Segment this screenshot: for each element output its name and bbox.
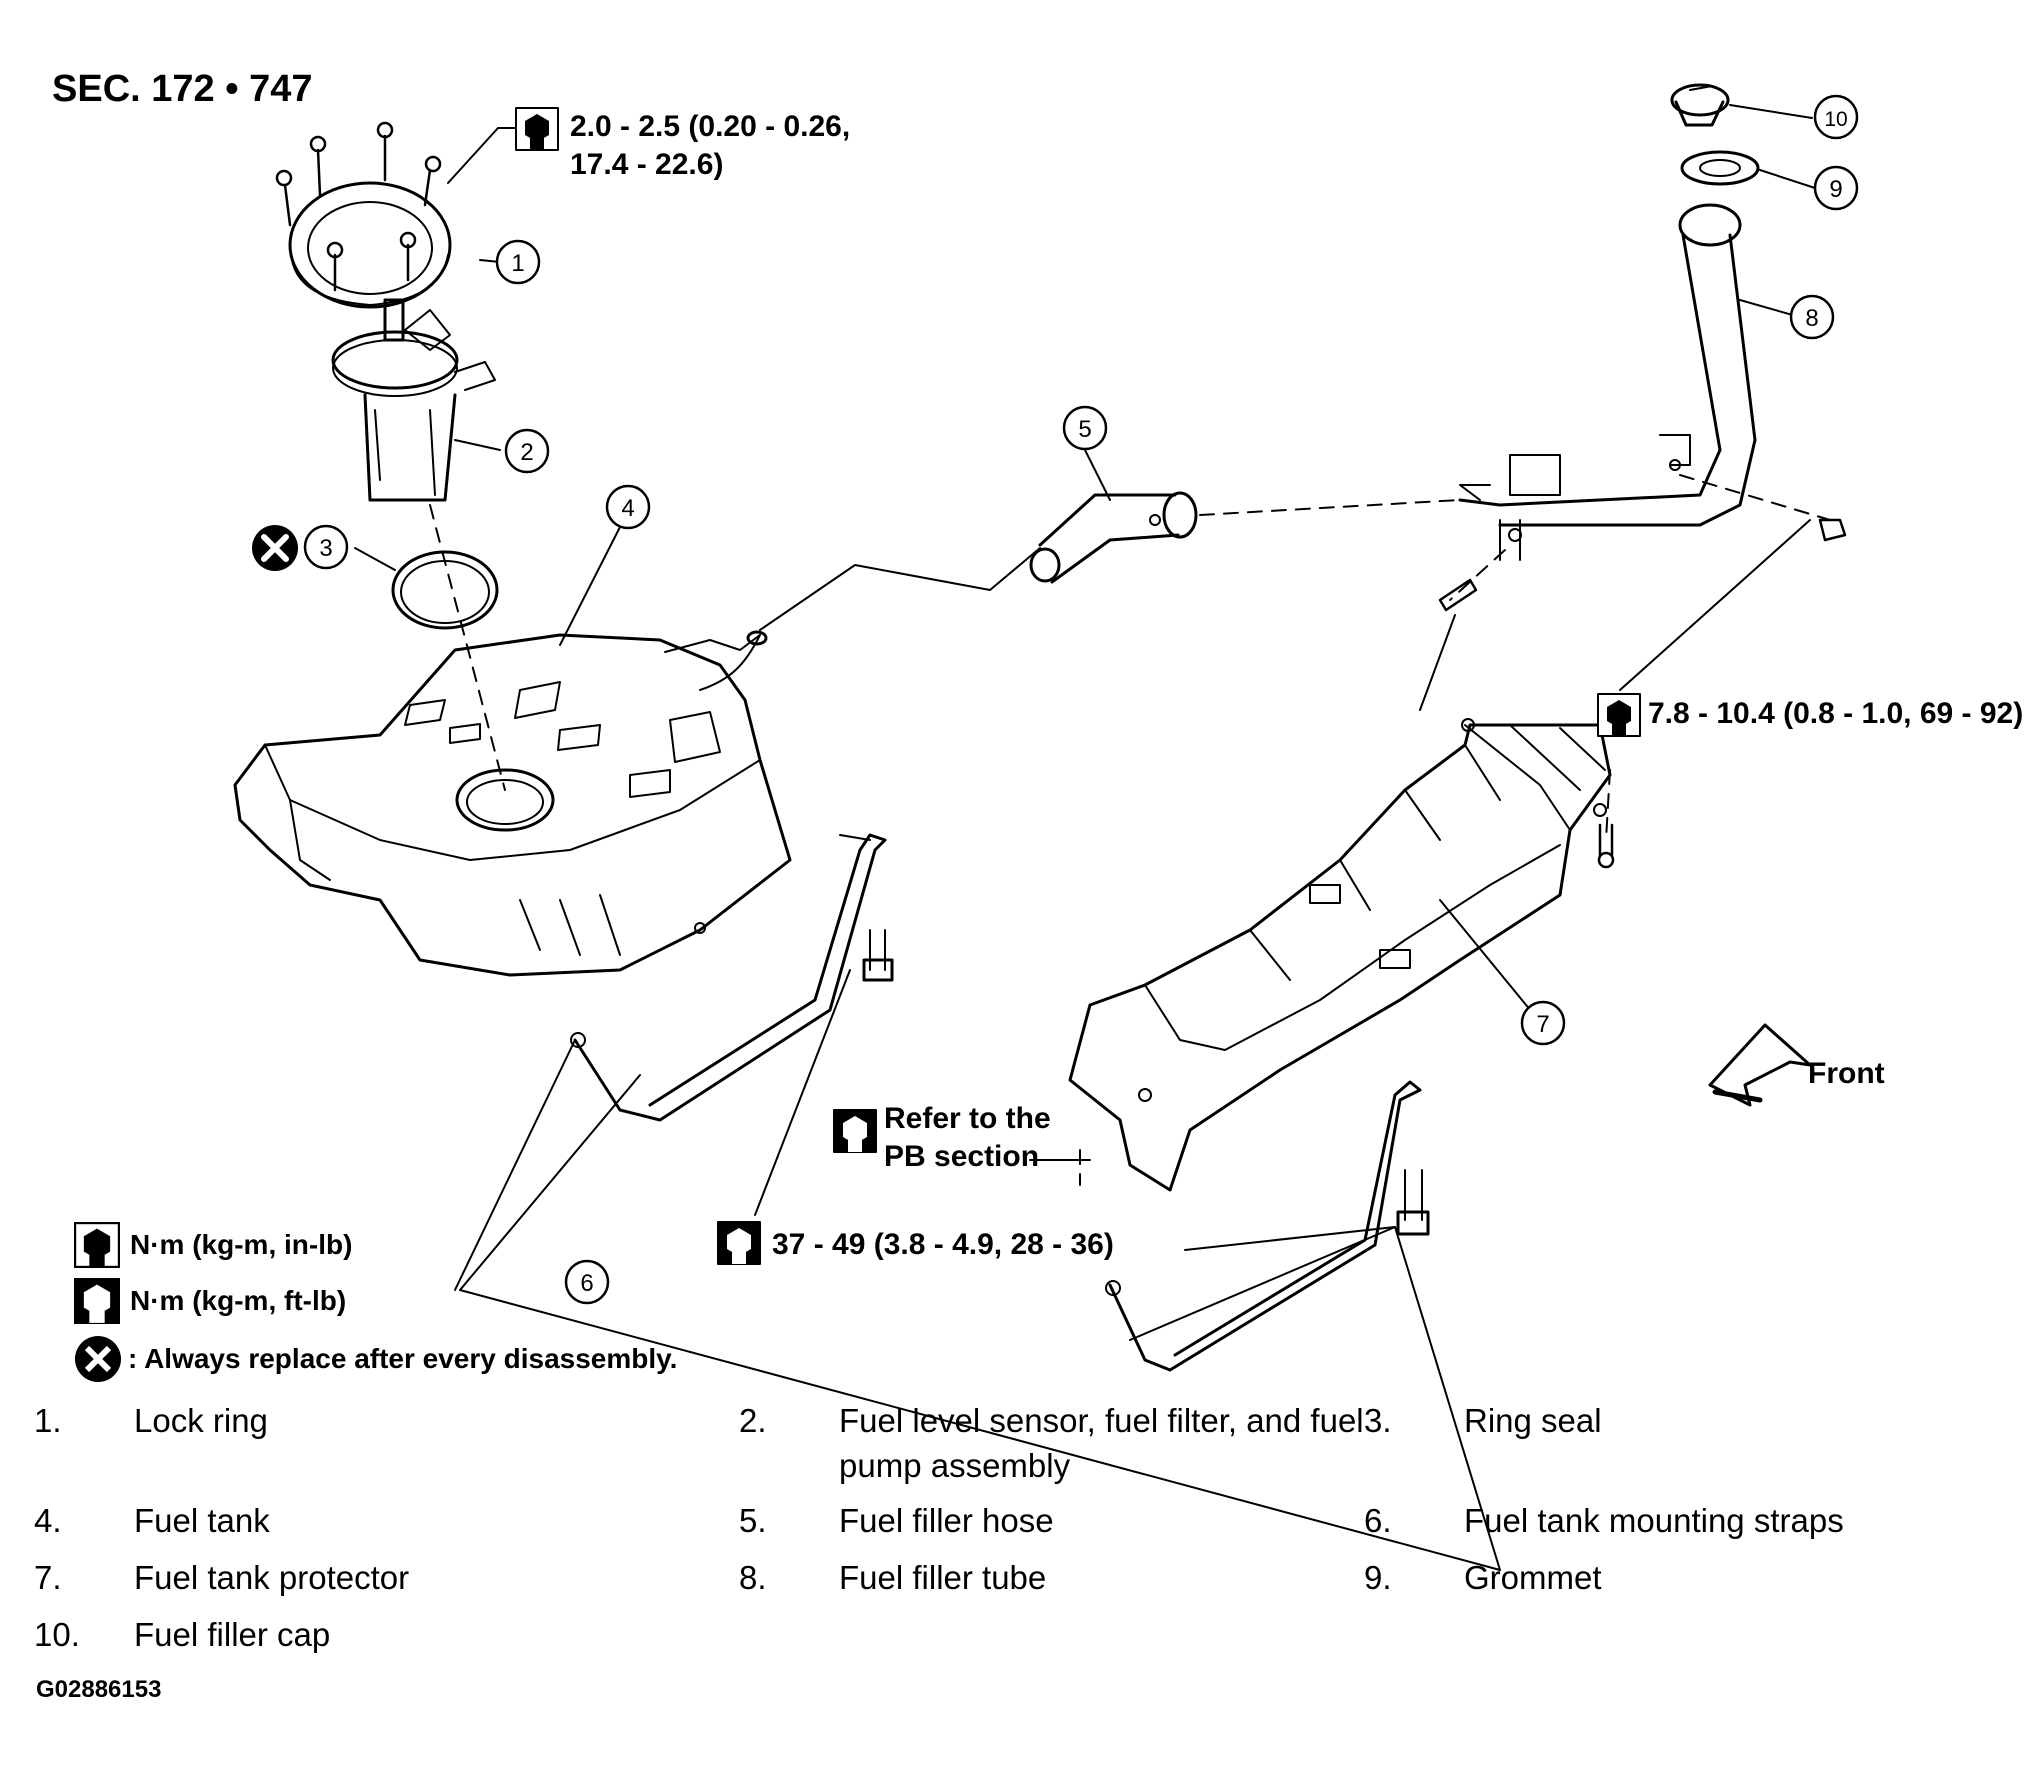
part-name: Fuel filler tube bbox=[839, 1559, 1047, 1596]
legend-replace: : Always replace after every disassembly… bbox=[74, 1336, 677, 1382]
callout-number: 9 bbox=[1829, 176, 1842, 203]
legend-torque-ftlb-text: N·m (kg-m, ft-lb) bbox=[130, 1285, 347, 1316]
list-item: 2. Fuel level sensor, fuel filter, and f… bbox=[739, 1398, 1369, 1488]
fuel-tank-protector-drawing bbox=[1068, 718, 1612, 1192]
torque-wrench-inlb-icon bbox=[74, 1222, 120, 1268]
assembly-dashed-lines bbox=[429, 474, 1831, 1186]
torque-filler-tube: 7.8 - 10.4 (0.8 - 1.0, 69 - 92) bbox=[1648, 697, 2024, 730]
callout-number: 3 bbox=[319, 535, 332, 562]
part-name: Lock ring bbox=[134, 1402, 268, 1439]
callout-circle bbox=[605, 484, 651, 530]
list-item: 3. Ring seal bbox=[1364, 1398, 1984, 1443]
list-item: 10. Fuel filler cap bbox=[34, 1612, 654, 1657]
callout-circle bbox=[495, 239, 541, 285]
callout-number: 8 bbox=[1805, 305, 1818, 332]
torque-lock-ring-line1: 2.0 - 2.5 (0.20 - 0.26, bbox=[570, 110, 851, 143]
part-number: 8. bbox=[739, 1559, 767, 1596]
fuel-tank-mounting-straps-drawing bbox=[570, 833, 1430, 1372]
list-item: 5. Fuel filler hose bbox=[739, 1498, 1359, 1543]
fuel-tank-drawing bbox=[233, 630, 792, 977]
refer-pb-line1: Refer to the bbox=[884, 1102, 1051, 1135]
part-number: 7. bbox=[34, 1559, 62, 1596]
torque-straps: 37 - 49 (3.8 - 4.9, 28 - 36) bbox=[772, 1228, 1114, 1261]
fuel-filler-hose-drawing bbox=[1029, 491, 1198, 584]
part-name: Fuel level sensor, fuel filter, and fuel… bbox=[839, 1402, 1364, 1484]
figure-id: G02886153 bbox=[36, 1676, 162, 1703]
part-name: Grommet bbox=[1464, 1559, 1602, 1596]
callout-number: 2 bbox=[520, 439, 533, 466]
always-replace-x-icon bbox=[75, 1336, 121, 1382]
part-number: 10. bbox=[34, 1616, 80, 1653]
legend-torque-ftlb: N·m (kg-m, ft-lb) bbox=[74, 1278, 346, 1324]
callout-number: 5 bbox=[1078, 416, 1091, 443]
refer-pb-line2: PB section bbox=[884, 1140, 1040, 1173]
legend-torque-inlb: N·m (kg-m, in-lb) bbox=[74, 1222, 352, 1268]
callout-circle bbox=[564, 1259, 610, 1305]
section-title: SEC. 172 • 747 bbox=[52, 68, 313, 110]
list-item: 7. Fuel tank protector bbox=[34, 1555, 654, 1600]
callout-circle bbox=[1813, 94, 1859, 140]
callout-numbers: 1 2 3 4 5 6 7 8 9 10 bbox=[319, 108, 1847, 1297]
callout-number: 4 bbox=[621, 495, 634, 522]
filler-tube-bolts-drawing bbox=[1438, 518, 1847, 869]
part-name: Fuel tank mounting straps bbox=[1464, 1502, 1844, 1539]
list-item: 6. Fuel tank mounting straps bbox=[1364, 1498, 1984, 1543]
torque-wrench-ftlb-icon bbox=[717, 1221, 761, 1265]
part-name: Fuel filler cap bbox=[134, 1616, 331, 1653]
callout-circle bbox=[1520, 1000, 1566, 1046]
torque-wrench-ftlb-icon bbox=[833, 1109, 877, 1153]
torque-wrench-inlb-icon bbox=[515, 107, 559, 151]
callout-number: 7 bbox=[1536, 1011, 1549, 1038]
always-replace-x-icon bbox=[252, 525, 298, 571]
callout-number: 1 bbox=[511, 250, 524, 277]
fuel-pump-assembly-drawing bbox=[331, 298, 496, 502]
part-name: Fuel filler hose bbox=[839, 1502, 1054, 1539]
callout-circles bbox=[303, 94, 1859, 1305]
front-label: Front bbox=[1808, 1057, 1885, 1090]
part-number: 4. bbox=[34, 1502, 62, 1539]
list-item: 1. Lock ring bbox=[34, 1398, 654, 1443]
part-number: 1. bbox=[34, 1402, 62, 1439]
callout-circle bbox=[1813, 165, 1859, 211]
list-item: 8. Fuel filler tube bbox=[739, 1555, 1359, 1600]
part-name: Fuel tank bbox=[134, 1502, 270, 1539]
part-number: 9. bbox=[1364, 1559, 1392, 1596]
callout-circle bbox=[1062, 405, 1108, 451]
list-item: 4. Fuel tank bbox=[34, 1498, 654, 1543]
callout-circle bbox=[303, 524, 349, 570]
part-number: 5. bbox=[739, 1502, 767, 1539]
fuel-filler-cap-drawing bbox=[1670, 83, 1730, 127]
lock-ring-drawing bbox=[275, 121, 452, 309]
part-name: Fuel tank protector bbox=[134, 1559, 410, 1596]
part-number: 3. bbox=[1364, 1402, 1392, 1439]
fuel-filler-tube-drawing bbox=[1458, 203, 1757, 561]
front-arrow-icon bbox=[1708, 1023, 1812, 1107]
torque-lock-ring-line2: 17.4 - 22.6) bbox=[570, 148, 724, 181]
part-number: 2. bbox=[739, 1402, 767, 1439]
callout-circle bbox=[504, 428, 550, 474]
torque-wrench-ftlb-icon bbox=[74, 1278, 120, 1324]
list-item: 9. Grommet bbox=[1364, 1555, 1984, 1600]
part-name: Ring seal bbox=[1464, 1402, 1602, 1439]
legend-torque-inlb-text: N·m (kg-m, in-lb) bbox=[130, 1229, 353, 1260]
callout-circle bbox=[1789, 294, 1835, 340]
part-number: 6. bbox=[1364, 1502, 1392, 1539]
legend-replace-text: : Always replace after every disassembly… bbox=[128, 1343, 678, 1374]
callout-leaders bbox=[354, 104, 1816, 1571]
torque-wrench-inlb-icon bbox=[1597, 693, 1641, 737]
callout-number: 6 bbox=[580, 1270, 593, 1297]
grommet-drawing bbox=[1680, 150, 1760, 186]
callout-number: 10 bbox=[1824, 108, 1847, 131]
